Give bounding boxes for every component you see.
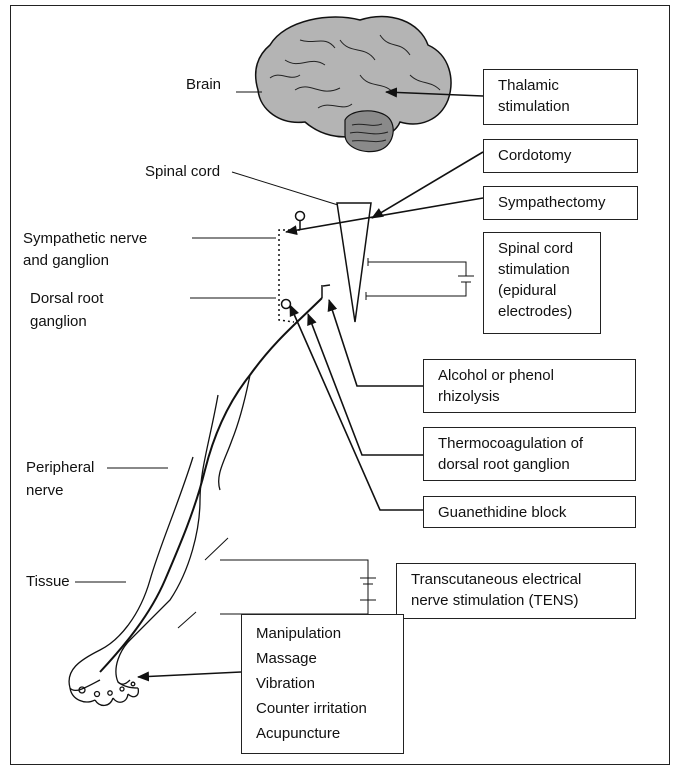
tens-electrode-lower — [178, 612, 196, 628]
dorsal-root-label-1: Dorsal root — [30, 289, 103, 309]
box-line: Sympathectomy — [498, 192, 627, 213]
cordotomy-box: Cordotomy — [483, 139, 638, 173]
thermocoagulation-box: Thermocoagulation of dorsal root ganglio… — [423, 427, 636, 481]
sympathectomy-box: Sympathectomy — [483, 186, 638, 220]
brain-label: Brain — [186, 75, 221, 95]
box-line: Thermocoagulation of — [438, 433, 625, 454]
sympathetic-nerve-label-2: and ganglion — [23, 251, 109, 271]
box-line: (epidural — [498, 280, 590, 301]
box-line: rhizolysis — [438, 386, 625, 407]
spinal-cord-label: Spinal cord — [145, 162, 220, 182]
box-line: Acupuncture — [256, 721, 393, 746]
tissue-label: Tissue — [26, 572, 70, 592]
spinal-cord-stimulation-box: Spinal cord stimulation (epidural electr… — [483, 232, 601, 334]
box-line: Cordotomy — [498, 145, 627, 166]
box-line: Counter irritation — [256, 696, 393, 721]
sympathetic-nerve-label-1: Sympathetic nerve — [23, 229, 147, 249]
box-line: nerve stimulation (TENS) — [411, 590, 625, 611]
epidural-electrode-circuit — [366, 258, 474, 300]
alcohol-phenol-box: Alcohol or phenol rhizolysis — [423, 359, 636, 413]
peripheral-nerve-label-1: Peripheral — [26, 458, 94, 478]
leg-illustration — [69, 375, 250, 705]
brain-illustration — [256, 16, 451, 151]
box-line: Alcohol or phenol — [438, 365, 625, 386]
manipulation-box: Manipulation Massage Vibration Counter i… — [241, 614, 404, 754]
box-line: Guanethidine block — [438, 502, 625, 523]
tens-electrode-circuit — [220, 560, 376, 614]
nerve-root — [322, 285, 330, 298]
box-line: Massage — [256, 646, 393, 671]
tens-electrode-upper — [205, 538, 228, 560]
dorsal-root-ganglion-symbol — [282, 300, 298, 314]
dorsal-root-label-2: ganglion — [30, 312, 87, 332]
sympathetic-ganglion-symbol — [296, 212, 305, 231]
box-line: Vibration — [256, 671, 393, 696]
guanethidine-box: Guanethidine block — [423, 496, 636, 528]
box-line: stimulation — [498, 96, 627, 117]
box-line: Thalamic — [498, 75, 627, 96]
tens-box: Transcutaneous electrical nerve stimulat… — [396, 563, 636, 619]
box-line: dorsal root ganglion — [438, 454, 625, 475]
thalamic-stimulation-box: Thalamic stimulation — [483, 69, 638, 125]
box-line: electrodes) — [498, 301, 590, 322]
peripheral-nerve-label-2: nerve — [26, 481, 64, 501]
box-line: Spinal cord — [498, 238, 590, 259]
box-line: stimulation — [498, 259, 590, 280]
box-line: Transcutaneous electrical — [411, 569, 625, 590]
box-line: Manipulation — [256, 621, 393, 646]
